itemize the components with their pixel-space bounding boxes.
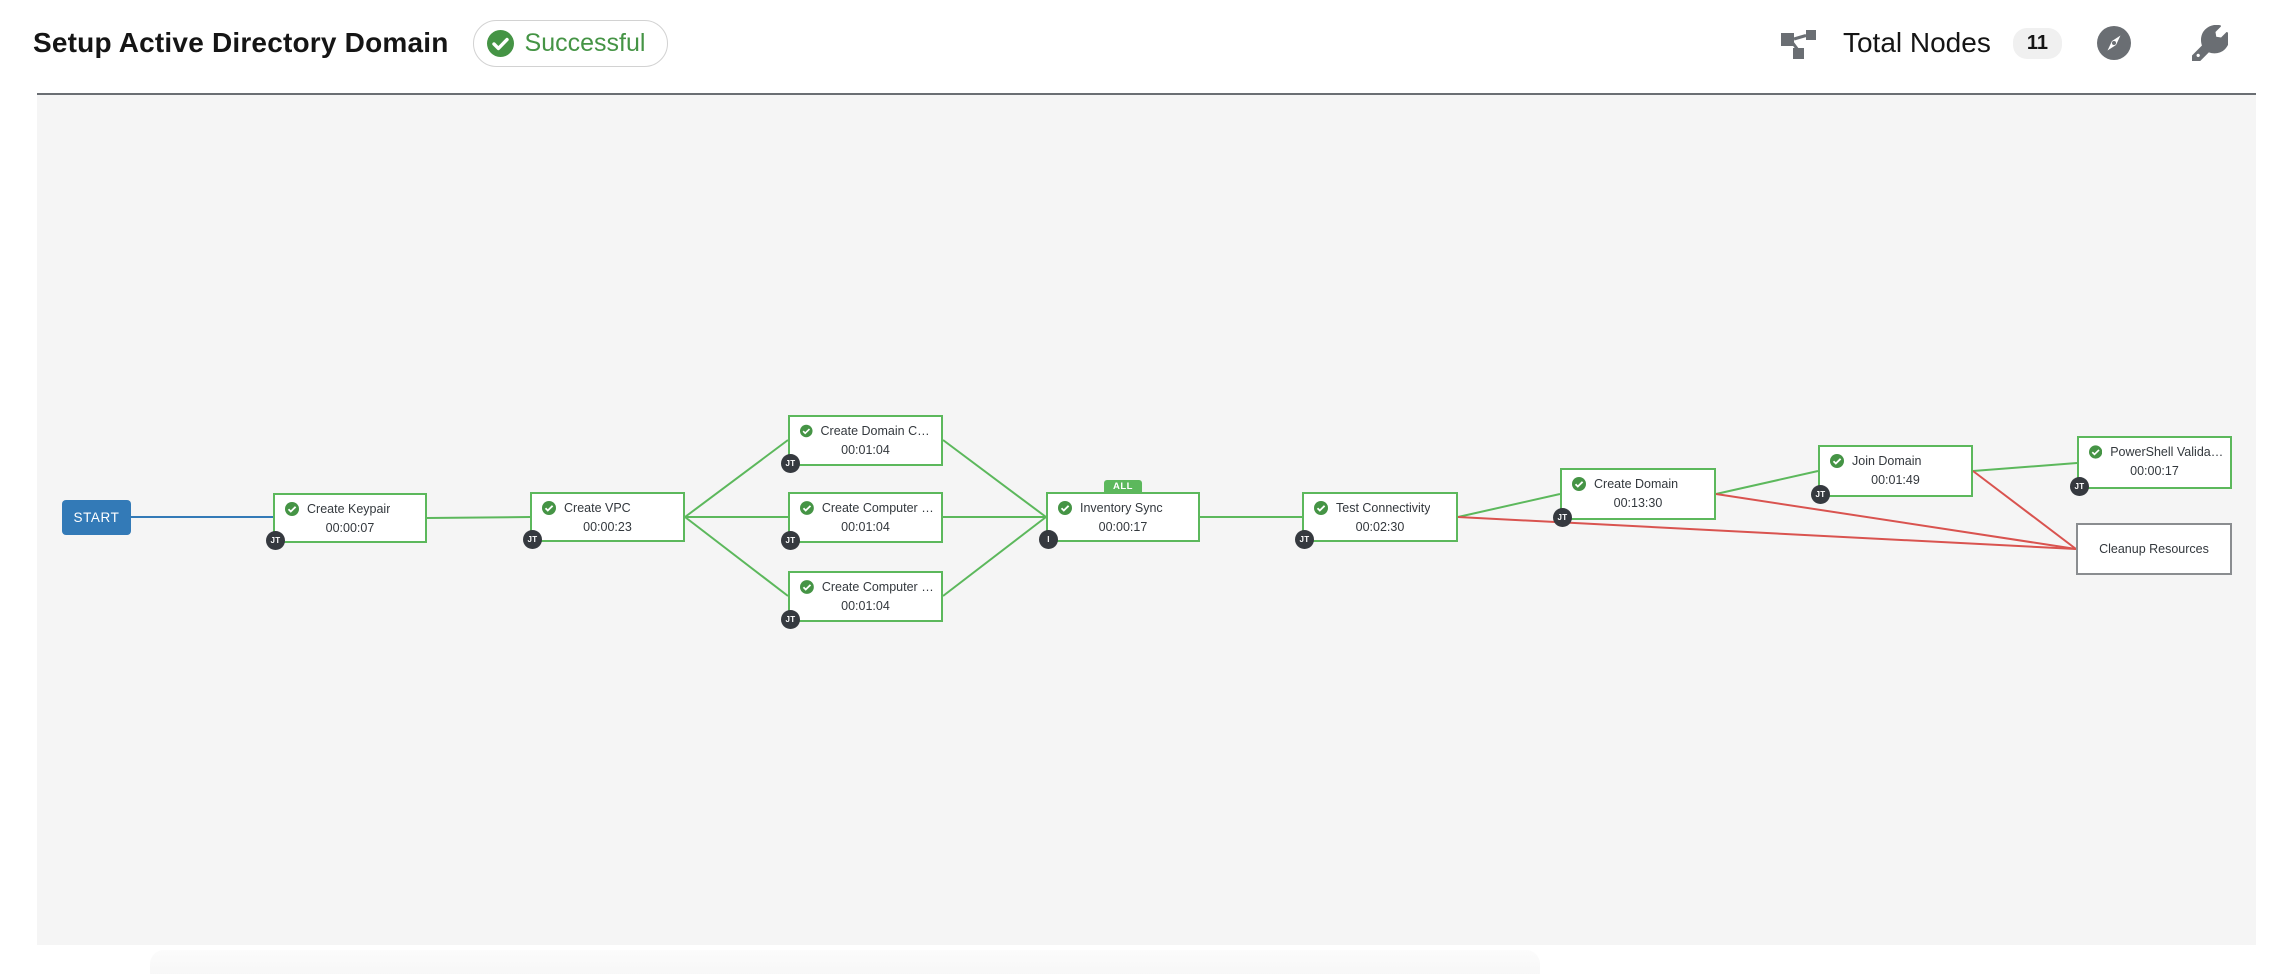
node-elapsed: 00:00:17 bbox=[1098, 520, 1148, 534]
edge-testconnectivity-cleanup-failure bbox=[1457, 516, 2077, 550]
workflow-graph-canvas[interactable]: START Create Keypair 00:00:07 JT Create … bbox=[37, 93, 2256, 945]
edge-vpc-domaincontroller bbox=[684, 439, 789, 518]
total-nodes-label: Total Nodes bbox=[1842, 27, 1991, 58]
edge-joindomain-cleanup-failure bbox=[1972, 470, 2077, 550]
compass-icon bbox=[2097, 26, 2131, 60]
node-type-badge: JT bbox=[781, 610, 800, 629]
node-create-vpc[interactable]: Create VPC 00:00:23 JT bbox=[523, 492, 685, 549]
node-success-icon bbox=[542, 501, 556, 515]
edge-vpc-computer2 bbox=[684, 516, 789, 597]
node-type-badge: JT bbox=[2070, 477, 2089, 496]
node-elapsed: 00:00:17 bbox=[2130, 464, 2179, 478]
edge-createdomain-cleanup-failure bbox=[1715, 493, 2077, 550]
status-label: Successful bbox=[524, 28, 646, 57]
edge-joindomain-powershell bbox=[1972, 462, 2078, 472]
node-success-icon bbox=[800, 501, 814, 515]
header-toolbar: Total Nodes 11 bbox=[1779, 25, 2228, 61]
node-success-icon bbox=[2089, 445, 2103, 459]
node-cleanup-resources[interactable]: Cleanup Resources bbox=[2076, 523, 2232, 575]
node-name: Create VPC bbox=[564, 501, 631, 515]
node-elapsed: 00:00:07 bbox=[325, 521, 375, 535]
node-type-badge: JT bbox=[266, 531, 285, 550]
node-success-icon bbox=[285, 502, 299, 516]
node-name: Create Keypair bbox=[307, 502, 391, 516]
edge-testconnectivity-createdomain bbox=[1457, 493, 1561, 518]
node-type-badge: JT bbox=[1811, 485, 1830, 504]
node-type-badge: I bbox=[1039, 530, 1058, 549]
node-type-badge: JT bbox=[781, 531, 800, 550]
start-node[interactable]: START bbox=[62, 500, 131, 535]
node-type-badge: JT bbox=[781, 454, 800, 473]
node-name: Create Computer (1) bbox=[821, 501, 935, 515]
node-type-badge: JT bbox=[523, 530, 542, 549]
workflow-output-header: Setup Active Directory Domain Successful… bbox=[0, 0, 2290, 92]
sitemap-icon bbox=[1780, 30, 1816, 59]
convergence-all-badge: ALL bbox=[1104, 480, 1142, 494]
node-success-icon bbox=[1830, 454, 1844, 468]
check-circle-icon bbox=[486, 29, 514, 57]
node-elapsed: 00:01:04 bbox=[841, 520, 890, 534]
edge-domaincontroller-inventorysync bbox=[942, 439, 1047, 518]
legend-button[interactable] bbox=[2096, 25, 2132, 61]
node-success-icon bbox=[1058, 501, 1072, 515]
node-success-icon bbox=[1314, 501, 1328, 515]
node-elapsed: 00:02:30 bbox=[1355, 520, 1405, 534]
wrench-icon bbox=[2192, 25, 2228, 61]
edge-keypair-vpc bbox=[426, 516, 531, 519]
tools-button[interactable] bbox=[2192, 25, 2228, 61]
page-title: Setup Active Directory Domain bbox=[33, 27, 449, 58]
node-type-badge: JT bbox=[1553, 508, 1572, 527]
node-elapsed: 00:01:04 bbox=[841, 443, 890, 457]
node-name: PowerShell Validation bbox=[2110, 445, 2224, 459]
node-elapsed: 00:01:04 bbox=[841, 599, 890, 613]
node-success-icon bbox=[800, 424, 813, 438]
node-create-computer-1[interactable]: Create Computer (1) 00:01:04 JT bbox=[781, 492, 943, 550]
node-success-icon bbox=[1572, 477, 1586, 491]
node-inventory-sync[interactable]: ALL Inventory Sync 00:00:17 I bbox=[1039, 480, 1200, 549]
node-name: Cleanup Resources bbox=[2099, 542, 2209, 556]
node-elapsed: 00:13:30 bbox=[1613, 496, 1663, 510]
node-powershell-validation[interactable]: PowerShell Validation 00:00:17 JT bbox=[2070, 436, 2232, 496]
node-create-domain[interactable]: Create Domain 00:13:30 JT bbox=[1553, 468, 1716, 527]
node-name: Test Connectivity bbox=[1336, 501, 1431, 515]
offscreen-panel-shadow bbox=[150, 950, 1540, 974]
node-name: Create Domain Contr... bbox=[820, 424, 935, 438]
status-badge[interactable]: Successful bbox=[472, 19, 669, 67]
node-name: Create Computer (2) bbox=[821, 580, 935, 594]
node-test-connectivity[interactable]: Test Connectivity 00:02:30 JT bbox=[1295, 492, 1458, 549]
node-name: Join Domain bbox=[1852, 454, 1922, 468]
node-create-keypair[interactable]: Create Keypair 00:00:07 JT bbox=[266, 493, 427, 550]
edge-createdomain-joindomain bbox=[1715, 470, 1819, 495]
node-name: Inventory Sync bbox=[1080, 501, 1163, 515]
node-elapsed: 00:01:49 bbox=[1871, 473, 1920, 487]
node-name: Create Domain bbox=[1594, 477, 1679, 491]
node-create-domain-controller[interactable]: Create Domain Contr... 00:01:04 JT bbox=[781, 415, 943, 473]
node-join-domain[interactable]: Join Domain 00:01:49 JT bbox=[1811, 445, 1973, 504]
edge-computer2-inventorysync bbox=[942, 516, 1047, 597]
node-success-icon bbox=[800, 580, 814, 594]
node-create-computer-2[interactable]: Create Computer (2) 00:01:04 JT bbox=[781, 571, 943, 629]
node-type-badge: JT bbox=[1295, 530, 1314, 549]
total-nodes-count: 11 bbox=[2012, 27, 2062, 59]
node-elapsed: 00:00:23 bbox=[583, 520, 632, 534]
